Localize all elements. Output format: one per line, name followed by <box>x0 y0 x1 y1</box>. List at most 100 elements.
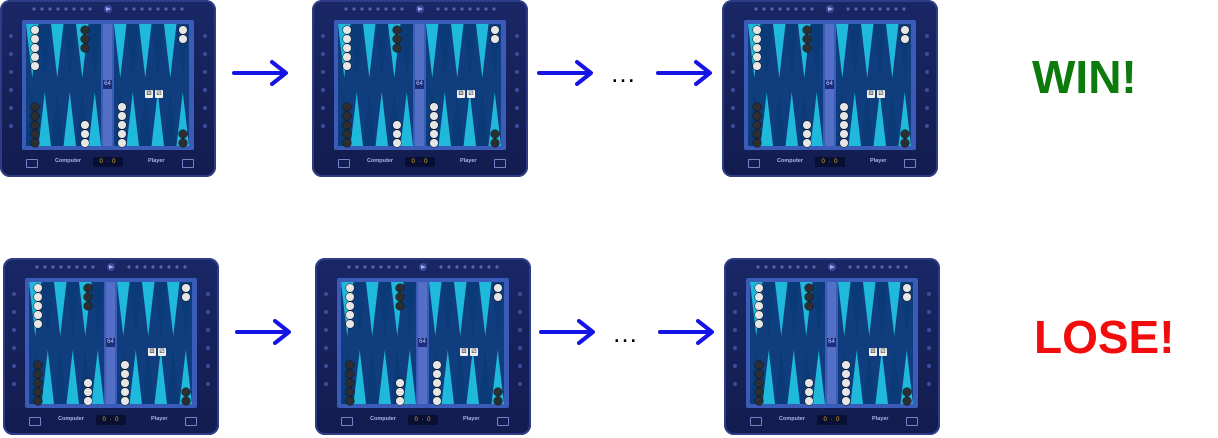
dice-pair[interactable]: ⚅⚂ <box>145 82 165 100</box>
screw-icon <box>324 382 328 386</box>
screw-icon <box>515 34 519 38</box>
left-player-label: Computer <box>58 416 84 422</box>
dice-pair[interactable]: ⚅⚂ <box>460 340 480 358</box>
die-icon: ⚂ <box>467 90 475 98</box>
die-icon: ⚅ <box>145 90 153 98</box>
menu-icon[interactable] <box>497 417 509 426</box>
screw-icon <box>515 70 519 74</box>
undo-icon[interactable] <box>338 159 350 168</box>
screw-icon <box>731 52 735 56</box>
board-left-half[interactable] <box>338 24 413 146</box>
screw-icon <box>927 364 931 368</box>
screw-icon <box>206 328 210 332</box>
screw-icon <box>925 70 929 74</box>
screw-icon <box>731 88 735 92</box>
screw-icon <box>203 34 207 38</box>
screw-icon <box>9 34 13 38</box>
doubling-cube[interactable]: 64 <box>825 80 834 89</box>
screw-icon <box>206 364 210 368</box>
die-icon: ⚂ <box>879 348 887 356</box>
menu-icon[interactable] <box>185 417 197 426</box>
doubling-cube[interactable]: 64 <box>418 338 427 347</box>
undo-icon[interactable] <box>341 417 353 426</box>
right-player-label: Player <box>870 158 887 164</box>
board-top-dots <box>3 263 219 271</box>
screw-icon <box>321 106 325 110</box>
ellipsis: … <box>612 318 639 348</box>
board-left-half[interactable] <box>29 282 104 404</box>
screw-icon <box>515 106 519 110</box>
screw-icon <box>12 310 16 314</box>
board-left-half[interactable] <box>341 282 416 404</box>
screw-icon <box>203 70 207 74</box>
right-player-label: Player <box>460 158 477 164</box>
screw-icon <box>733 364 737 368</box>
right-player-label: Player <box>463 416 480 422</box>
screw-icon <box>925 34 929 38</box>
screw-icon <box>206 292 210 296</box>
screw-icon <box>925 106 929 110</box>
menu-icon[interactable] <box>904 159 916 168</box>
screw-icon <box>12 346 16 350</box>
left-player-label: Computer <box>779 416 805 422</box>
right-player-label: Player <box>151 416 168 422</box>
doubling-cube[interactable]: 64 <box>827 338 836 347</box>
score-display: 0 · 0 <box>93 157 123 167</box>
screw-icon <box>324 346 328 350</box>
doubling-cube[interactable]: 64 <box>106 338 115 347</box>
undo-icon[interactable] <box>750 417 762 426</box>
menu-icon[interactable] <box>494 159 506 168</box>
board-left-half[interactable] <box>750 282 825 404</box>
screw-icon <box>9 88 13 92</box>
screw-icon <box>927 382 931 386</box>
right-player-label: Player <box>872 416 889 422</box>
menu-icon[interactable] <box>182 159 194 168</box>
outcome-label: LOSE! <box>1034 311 1175 363</box>
screw-icon <box>9 52 13 56</box>
screw-icon <box>324 364 328 368</box>
left-player-label: Computer <box>777 158 803 164</box>
screw-icon <box>733 310 737 314</box>
undo-icon[interactable] <box>748 159 760 168</box>
dice-pair[interactable]: ⚅⚂ <box>457 82 477 100</box>
screw-icon <box>12 382 16 386</box>
screw-icon <box>927 310 931 314</box>
screw-icon <box>321 124 325 128</box>
dice-pair[interactable]: ⚅⚂ <box>869 340 889 358</box>
die-icon: ⚅ <box>148 348 156 356</box>
screw-icon <box>324 310 328 314</box>
screw-icon <box>925 88 929 92</box>
doubling-cube[interactable]: 64 <box>415 80 424 89</box>
undo-icon[interactable] <box>26 159 38 168</box>
screw-icon <box>321 34 325 38</box>
screw-icon <box>321 70 325 74</box>
doubling-cube[interactable]: 64 <box>103 80 112 89</box>
score-display: 0 · 0 <box>408 415 438 425</box>
screw-icon <box>203 106 207 110</box>
outcome-label: WIN! <box>1032 51 1137 103</box>
board-right-half[interactable] <box>426 24 501 146</box>
board-right-half[interactable] <box>114 24 189 146</box>
undo-icon[interactable] <box>29 417 41 426</box>
die-icon: ⚅ <box>867 90 875 98</box>
arrow-right-icon <box>232 58 290 88</box>
screw-icon <box>927 346 931 350</box>
menu-icon[interactable] <box>906 417 918 426</box>
dice-pair[interactable]: ⚅⚂ <box>867 82 887 100</box>
board-left-half[interactable] <box>748 24 823 146</box>
screw-icon <box>733 328 737 332</box>
screw-icon <box>12 328 16 332</box>
dice-pair[interactable]: ⚅⚂ <box>148 340 168 358</box>
screw-icon <box>731 34 735 38</box>
board-left-half[interactable] <box>26 24 101 146</box>
